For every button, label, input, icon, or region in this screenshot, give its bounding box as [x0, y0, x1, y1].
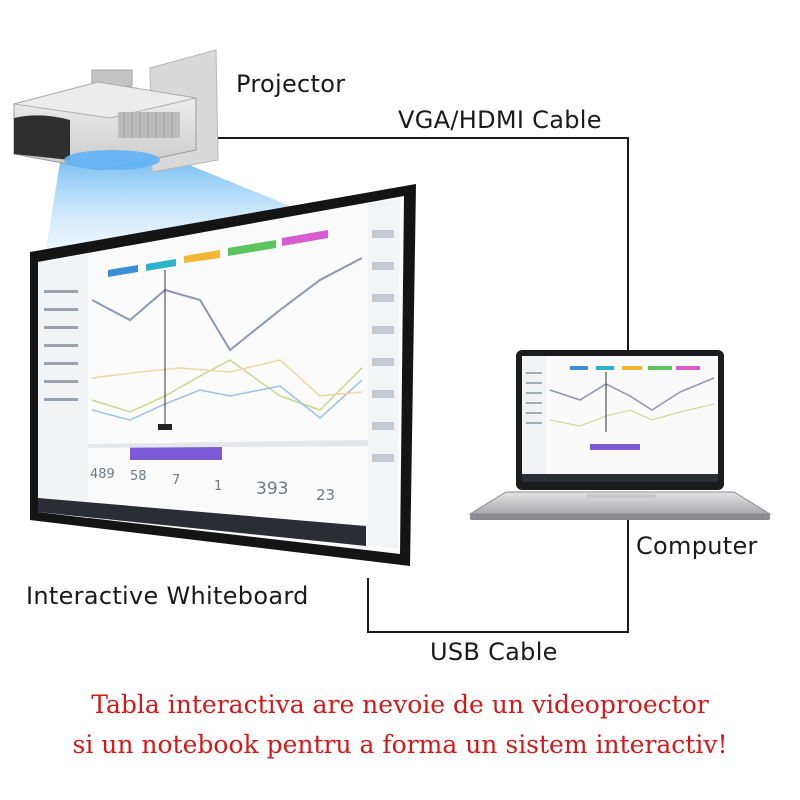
vga-hdmi-cable: [200, 137, 629, 350]
whiteboard-stat-4: 1: [214, 479, 222, 494]
usb-cable: [367, 520, 629, 633]
laptop-computer-icon: [468, 350, 772, 520]
interactive-whiteboard-label: Interactive Whiteboard: [26, 582, 309, 610]
usb-cable-label: USB Cable: [430, 638, 558, 666]
whiteboard-stat-1: 489: [90, 467, 115, 482]
whiteboard-stat-2: 58: [130, 469, 147, 484]
vga-hdmi-cable-label: VGA/HDMI Cable: [398, 106, 602, 134]
whiteboard-stat-6: 23: [316, 486, 335, 504]
projector-label: Projector: [236, 70, 346, 98]
caption-line-2: si un notebook pentru a forma un sistem …: [72, 730, 728, 759]
interactive-whiteboard-icon: 489 58 7 1 393 23: [30, 184, 416, 566]
whiteboard-stat-3: 7: [172, 473, 180, 488]
projector-light-beam: [44, 150, 300, 262]
computer-label: Computer: [636, 532, 758, 560]
caption-line-1: Tabla interactiva are nevoie de un video…: [91, 690, 709, 719]
whiteboard-stat-5: 393: [256, 479, 288, 499]
projector-icon: [13, 49, 219, 173]
